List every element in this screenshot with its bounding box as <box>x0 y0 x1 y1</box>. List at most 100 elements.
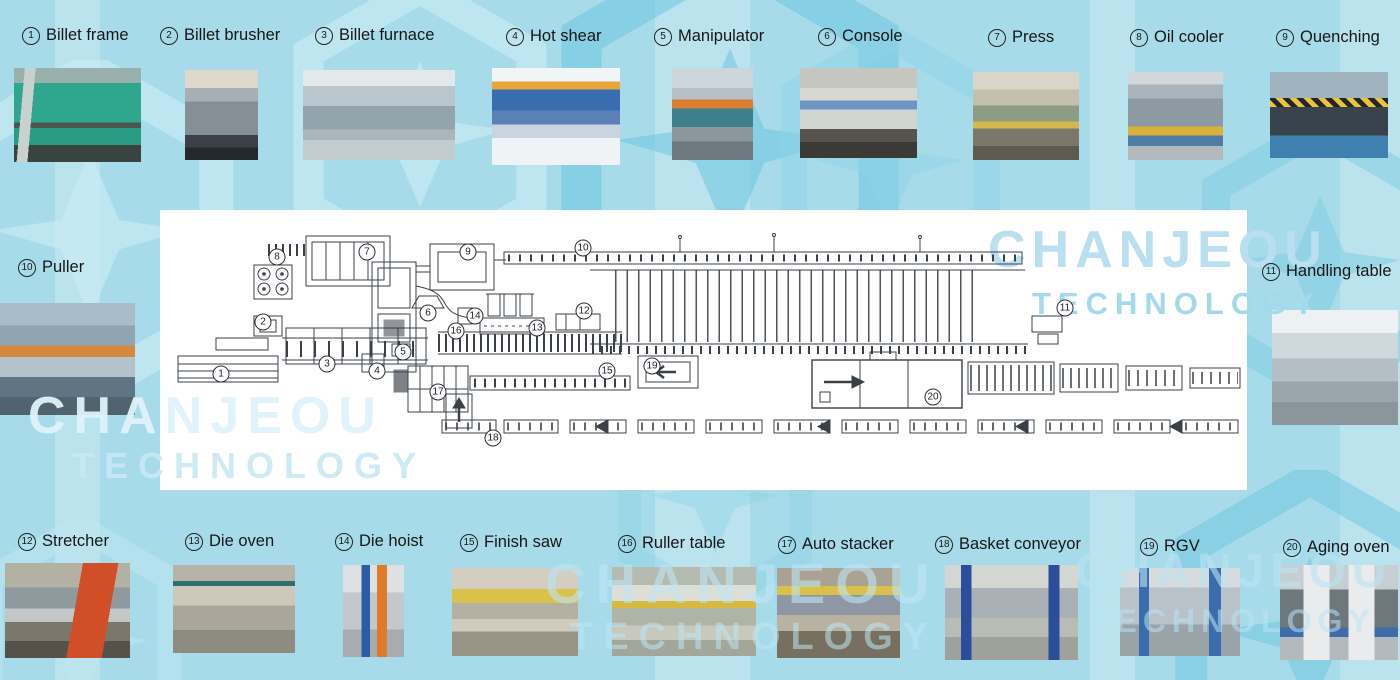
equipment-label-press: 7 Press <box>988 28 1054 47</box>
photo-quenching <box>1270 72 1388 158</box>
photo-oil-cooler <box>1128 72 1223 160</box>
circled-number: 7 <box>988 28 1006 47</box>
photo-handling-table <box>1272 310 1398 425</box>
equipment-label-finish-saw: 15 Finish saw <box>460 533 562 552</box>
diagram-marker-9: 9 <box>459 243 477 261</box>
photo-billet-frame <box>14 68 141 162</box>
diagram-marker-15: 15 <box>598 362 616 380</box>
photo-press <box>973 72 1079 160</box>
equipment-name: Aging oven <box>1307 538 1390 556</box>
equipment-name: Die hoist <box>359 532 424 550</box>
equipment-name: Manipulator <box>678 27 765 45</box>
diagram-marker-1: 1 <box>212 365 230 383</box>
circled-number: 14 <box>335 532 353 551</box>
circled-number: 18 <box>935 535 953 554</box>
diagram-marker-14: 14 <box>466 307 484 325</box>
equipment-label-ruller-table: 16 Ruller table <box>618 534 725 553</box>
diagram-marker-6: 6 <box>419 304 437 322</box>
circled-number: 3 <box>315 26 333 45</box>
diagram-marker-12: 12 <box>575 302 593 320</box>
photo-billet-furnace <box>303 70 455 160</box>
photo-console <box>800 68 917 158</box>
equipment-name: Oil cooler <box>1154 28 1224 46</box>
diagram-marker-8: 8 <box>268 248 286 266</box>
equipment-name: Stretcher <box>42 532 109 550</box>
equipment-name: Handling table <box>1286 262 1392 280</box>
photo-auto-stacker <box>777 568 900 658</box>
equipment-name: Console <box>842 27 903 45</box>
photo-hot-shear <box>492 68 620 165</box>
photo-billet-brusher <box>185 70 258 160</box>
equipment-label-rgv: 19 RGV <box>1140 537 1200 556</box>
equipment-label-billet-frame: 1 Billet frame <box>22 26 129 45</box>
equipment-label-manipulator: 5 Manipulator <box>654 27 764 46</box>
equipment-label-quenching: 9 Quenching <box>1276 28 1380 47</box>
diagram-marker-19: 19 <box>643 357 661 375</box>
circled-number: 19 <box>1140 537 1158 556</box>
equipment-label-die-oven: 13 Die oven <box>185 532 274 551</box>
equipment-label-die-hoist: 14 Die hoist <box>335 532 423 551</box>
diagram-marker-10: 10 <box>574 239 592 257</box>
circled-number: 1 <box>22 26 40 45</box>
equipment-label-hot-shear: 4 Hot shear <box>506 27 602 46</box>
photo-aging-oven <box>1280 565 1398 660</box>
diagram-marker-20: 20 <box>924 388 942 406</box>
equipment-label-billet-brusher: 2 Billet brusher <box>160 26 280 45</box>
equipment-name: Quenching <box>1300 28 1380 46</box>
circled-number: 9 <box>1276 28 1294 47</box>
equipment-name: Die oven <box>209 532 275 550</box>
equipment-name: Billet brusher <box>184 26 281 44</box>
photo-manipulator <box>672 68 753 160</box>
circled-number: 13 <box>185 532 203 551</box>
plant-layout-drawing <box>177 233 1241 434</box>
equipment-label-auto-stacker: 17 Auto stacker <box>778 535 894 554</box>
equipment-label-basket-conveyor: 18 Basket conveyor <box>935 535 1081 554</box>
diagram-marker-7: 7 <box>358 243 376 261</box>
equipment-label-aging-oven: 20 Aging oven <box>1283 538 1390 557</box>
equipment-label-puller: 10 Puller <box>18 258 84 277</box>
equipment-label-console: 6 Console <box>818 27 903 46</box>
circled-number: 5 <box>654 27 672 46</box>
photo-die-oven <box>173 565 295 653</box>
equipment-name: Puller <box>42 258 85 276</box>
diagram-marker-17: 17 <box>429 383 447 401</box>
equipment-name: Billet furnace <box>339 26 435 44</box>
equipment-name: Basket conveyor <box>959 535 1081 553</box>
equipment-label-handling-table: 11 Handling table <box>1262 262 1392 281</box>
photo-ruller-table <box>612 567 756 656</box>
photo-basket-conveyor <box>945 565 1078 660</box>
equipment-name: Hot shear <box>530 27 602 45</box>
diagram-marker-2: 2 <box>254 313 272 331</box>
equipment-label-oil-cooler: 8 Oil cooler <box>1130 28 1224 47</box>
diagram-marker-13: 13 <box>528 319 546 337</box>
equipment-name: Billet frame <box>46 26 129 44</box>
diagram-marker-5: 5 <box>394 343 412 361</box>
equipment-label-stretcher: 12 Stretcher <box>18 532 109 551</box>
diagram-marker-16: 16 <box>447 322 465 340</box>
equipment-label-billet-furnace: 3 Billet furnace <box>315 26 434 45</box>
equipment-name: Finish saw <box>484 533 562 551</box>
equipment-name: Auto stacker <box>802 535 894 553</box>
photo-die-hoist <box>343 565 404 657</box>
circled-number: 6 <box>818 27 836 46</box>
circled-number: 11 <box>1262 262 1280 281</box>
circled-number: 10 <box>18 258 36 277</box>
circled-number: 15 <box>460 533 478 552</box>
circled-number: 17 <box>778 535 796 554</box>
equipment-name: RGV <box>1164 537 1200 555</box>
diagram-marker-4: 4 <box>368 362 386 380</box>
circled-number: 16 <box>618 534 636 553</box>
diagram-marker-11: 11 <box>1056 299 1074 317</box>
photo-puller <box>0 303 135 415</box>
equipment-name: Ruller table <box>642 534 726 552</box>
photo-finish-saw <box>452 568 578 656</box>
circled-number: 8 <box>1130 28 1148 47</box>
circled-number: 4 <box>506 27 524 46</box>
press-line-drawing <box>177 235 506 383</box>
circled-number: 12 <box>18 532 36 551</box>
circled-number: 20 <box>1283 538 1301 557</box>
circled-number: 2 <box>160 26 178 45</box>
diagram-marker-3: 3 <box>318 355 336 373</box>
aging-area-drawing <box>811 351 1241 409</box>
